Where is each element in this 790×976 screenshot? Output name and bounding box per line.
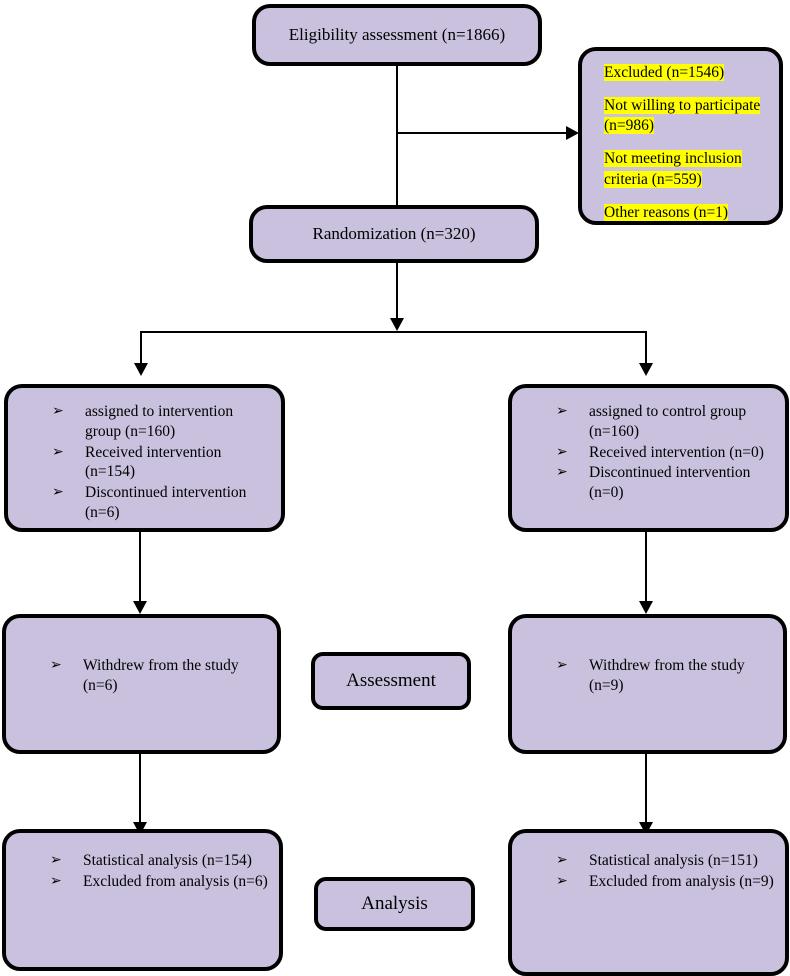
arrow-bullet-icon: ➢ xyxy=(52,443,64,460)
analysis-intervention-box: ➢ Statistical analysis (n=154) ➢ Exclude… xyxy=(2,829,283,971)
connector-randomization-stem-arrowhead xyxy=(390,318,404,331)
allocation-control-item-text: assigned to control group (n=160) xyxy=(589,403,747,440)
analysis-control-box: ➢ Statistical analysis (n=151) ➢ Exclude… xyxy=(508,829,789,976)
analysis-intervention-item: ➢ Excluded from analysis (n=6) xyxy=(50,872,269,892)
excluded-box: Excluded (n=1546) Not willing to partici… xyxy=(578,47,783,225)
analysis-intervention-item-text: Excluded from analysis (n=6) xyxy=(83,872,268,890)
followup-intervention-item-text: Withdrew from the study (n=6) xyxy=(83,657,239,694)
stage-label-assessment-box: Assessment xyxy=(311,652,471,710)
followup-control-item: ➢ Withdrew from the study (n=9) xyxy=(556,656,773,696)
connector-randomization-stem xyxy=(396,263,398,319)
connector-intervention-followup-to-analysis xyxy=(139,754,141,826)
excluded-list: Excluded (n=1546) Not willing to partici… xyxy=(582,51,779,223)
arrow-bullet-icon: ➢ xyxy=(52,403,64,419)
followup-intervention-item: ➢ Withdrew from the study (n=6) xyxy=(50,656,267,696)
analysis-control-item: ➢ Excluded from analysis (n=9) xyxy=(556,872,775,892)
analysis-control-list: ➢ Statistical analysis (n=151) ➢ Exclude… xyxy=(512,833,785,893)
followup-intervention-list: ➢ Withdrew from the study (n=6) xyxy=(6,618,277,697)
followup-control-list: ➢ Withdrew from the study (n=9) xyxy=(512,618,783,697)
allocation-intervention-item: ➢ assigned to intervention group (n=160) xyxy=(52,402,271,442)
allocation-control-item: ➢ Discontinued intervention (n=0) xyxy=(556,463,775,503)
analysis-intervention-list: ➢ Statistical analysis (n=154) ➢ Exclude… xyxy=(6,833,279,893)
connector-to-excluded-arrowhead xyxy=(566,126,579,140)
arrow-bullet-icon: ➢ xyxy=(50,852,62,868)
followup-intervention-box: ➢ Withdrew from the study (n=6) xyxy=(2,614,281,754)
connector-split-right-drop xyxy=(645,331,647,365)
allocation-control-item-text: Received intervention (n=0) xyxy=(589,443,764,461)
analysis-control-item: ➢ Statistical analysis (n=151) xyxy=(556,851,775,871)
analysis-control-item-text: Statistical analysis (n=151) xyxy=(589,852,758,869)
connector-control-allocation-to-followup xyxy=(645,532,647,604)
connector-split-right-arrowhead xyxy=(639,363,653,376)
arrow-bullet-icon: ➢ xyxy=(556,403,568,419)
arrow-bullet-icon: ➢ xyxy=(556,872,568,889)
stage-label-analysis-box: Analysis xyxy=(314,877,475,931)
connector-to-excluded-line xyxy=(396,132,566,134)
allocation-control-item-text: Discontinued intervention (n=0) xyxy=(589,464,751,502)
analysis-intervention-item: ➢ Statistical analysis (n=154) xyxy=(50,851,269,871)
allocation-control-item: ➢ Received intervention (n=0) xyxy=(556,443,775,463)
allocation-control-item: ➢ assigned to control group (n=160) xyxy=(556,402,775,442)
stage-label-analysis-text: Analysis xyxy=(361,892,428,914)
followup-control-box: ➢ Withdrew from the study (n=9) xyxy=(508,614,787,754)
allocation-intervention-item-text: Received intervention (n=154) xyxy=(85,443,222,481)
connector-eligibility-to-randomization xyxy=(396,66,398,205)
connector-intervention-allocation-to-followup xyxy=(139,532,141,604)
allocation-control-box: ➢ assigned to control group (n=160) ➢ Re… xyxy=(508,384,789,532)
allocation-intervention-item-text: Discontinued intervention (n=6) xyxy=(85,484,247,522)
allocation-intervention-item: ➢ Received intervention (n=154) xyxy=(52,443,271,483)
stage-label-assessment-text: Assessment xyxy=(346,669,436,691)
arrow-bullet-icon: ➢ xyxy=(556,464,568,481)
connector-split-bar xyxy=(140,331,647,333)
eligibility-assessment-label: Eligibility assessment (n=1866) xyxy=(288,24,506,44)
randomization-label: Randomization (n=320) xyxy=(312,223,476,243)
arrow-bullet-icon: ➢ xyxy=(556,852,568,868)
arrow-bullet-icon: ➢ xyxy=(52,484,64,501)
allocation-intervention-box: ➢ assigned to intervention group (n=160)… xyxy=(4,384,285,532)
randomization-box: Randomization (n=320) xyxy=(249,205,539,263)
connector-control-allocation-arrowhead xyxy=(639,601,653,614)
connector-split-left-drop xyxy=(140,331,142,365)
excluded-item: Other reasons (n=1) xyxy=(604,203,729,221)
analysis-intervention-item-text: Statistical analysis (n=154) xyxy=(83,852,252,869)
allocation-control-list: ➢ assigned to control group (n=160) ➢ Re… xyxy=(512,388,785,504)
excluded-item: Excluded (n=1546) xyxy=(604,64,725,81)
followup-control-item-text: Withdrew from the study (n=9) xyxy=(589,657,745,694)
eligibility-assessment-box: Eligibility assessment (n=1866) xyxy=(252,4,542,66)
arrow-bullet-icon: ➢ xyxy=(556,443,568,460)
connector-control-followup-to-analysis xyxy=(645,754,647,826)
allocation-intervention-item-text: assigned to intervention group (n=160) xyxy=(85,403,234,440)
connector-split-left-arrowhead xyxy=(134,363,148,376)
excluded-item: Not willing to participate (n=986) xyxy=(604,97,761,135)
arrow-bullet-icon: ➢ xyxy=(50,872,62,889)
excluded-item: Not meeting inclusion criteria (n=559) xyxy=(604,150,742,188)
allocation-intervention-item: ➢ Discontinued intervention (n=6) xyxy=(52,483,271,523)
arrow-bullet-icon: ➢ xyxy=(50,657,62,673)
arrow-bullet-icon: ➢ xyxy=(556,657,568,673)
connector-intervention-allocation-arrowhead xyxy=(133,601,147,614)
allocation-intervention-list: ➢ assigned to intervention group (n=160)… xyxy=(8,388,281,524)
analysis-control-item-text: Excluded from analysis (n=9) xyxy=(589,872,774,890)
